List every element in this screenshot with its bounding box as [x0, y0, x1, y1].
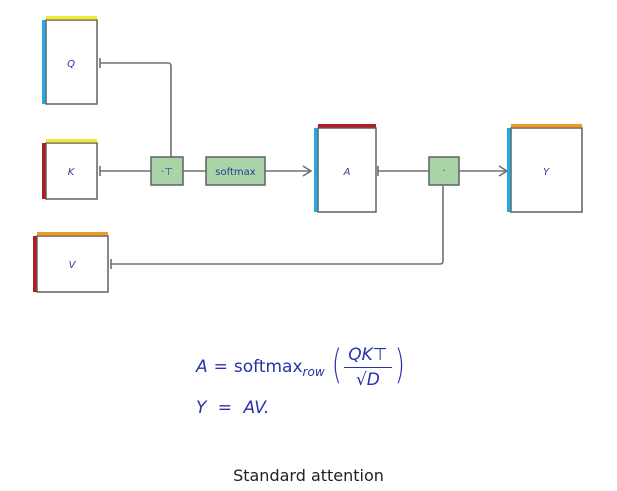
- eq1-numerator: QK⊤: [344, 345, 392, 368]
- matrix-a-label: A: [343, 167, 351, 178]
- v-to-product-line: [111, 186, 444, 265]
- eq2-rhs: AV.: [243, 398, 270, 418]
- transpose-op-box: [150, 156, 184, 186]
- matrix-y-box: [510, 127, 583, 213]
- eq1-func: softmax: [233, 357, 303, 377]
- eq1-open-paren: (: [331, 342, 342, 388]
- eq1-close-paren: ): [394, 342, 405, 388]
- eq1-func-subscript: row: [302, 365, 325, 379]
- matrix-a-left-bar: [314, 128, 318, 212]
- figure-caption: Standard attention: [233, 466, 384, 485]
- eq2-lhs: Y: [196, 398, 207, 418]
- matrix-y-label: Y: [543, 167, 550, 178]
- connectors: [99, 58, 509, 269]
- matrix-k-label: K: [68, 167, 76, 178]
- eq1-fraction: QK⊤ √D: [344, 345, 392, 390]
- softmax-op: softmax: [205, 156, 266, 186]
- softmax-op-label: softmax: [215, 167, 255, 178]
- matrix-k: K: [42, 139, 98, 200]
- eq2-equals: =: [217, 398, 233, 418]
- product-op: ·: [428, 156, 460, 186]
- matrix-q-box: [45, 19, 98, 105]
- matrix-v-left-bar: [33, 236, 37, 292]
- matrix-a: A: [314, 124, 377, 213]
- matrix-q-left-bar: [42, 20, 46, 104]
- eq1-lhs: A: [196, 357, 208, 377]
- matrix-y-left-bar: [507, 128, 511, 212]
- matrix-a-top-bar: [318, 124, 376, 128]
- matrix-k-left-bar: [42, 143, 46, 199]
- matrix-k-top-bar: [46, 139, 97, 143]
- matrix-v-label: V: [69, 260, 77, 271]
- eq1-denominator: √D: [355, 369, 380, 390]
- transpose-op: ·⊤: [150, 156, 184, 186]
- matrix-y-top-bar: [511, 124, 582, 128]
- matrix-k-box: [45, 142, 98, 200]
- product-op-label: ·: [442, 166, 445, 177]
- matrix-v-box: [36, 235, 109, 293]
- matrix-q-label: Q: [67, 59, 75, 70]
- matrix-v: V: [33, 232, 109, 293]
- product-op-box: [428, 156, 460, 186]
- matrix-y: Y: [507, 124, 583, 213]
- matrix-q: Q: [42, 16, 98, 105]
- softmax-op-box: [205, 156, 266, 186]
- q-to-transpose-line: [100, 62, 172, 157]
- equation-output: Y = AV.: [196, 398, 269, 418]
- eq1-equals: =: [213, 357, 228, 377]
- matrix-a-box: [317, 127, 377, 213]
- softmax-arrowhead: [302, 165, 313, 177]
- matrix-q-top-bar: [46, 16, 97, 20]
- transpose-op-label: ·⊤: [161, 167, 173, 178]
- matrix-v-top-bar: [37, 232, 108, 236]
